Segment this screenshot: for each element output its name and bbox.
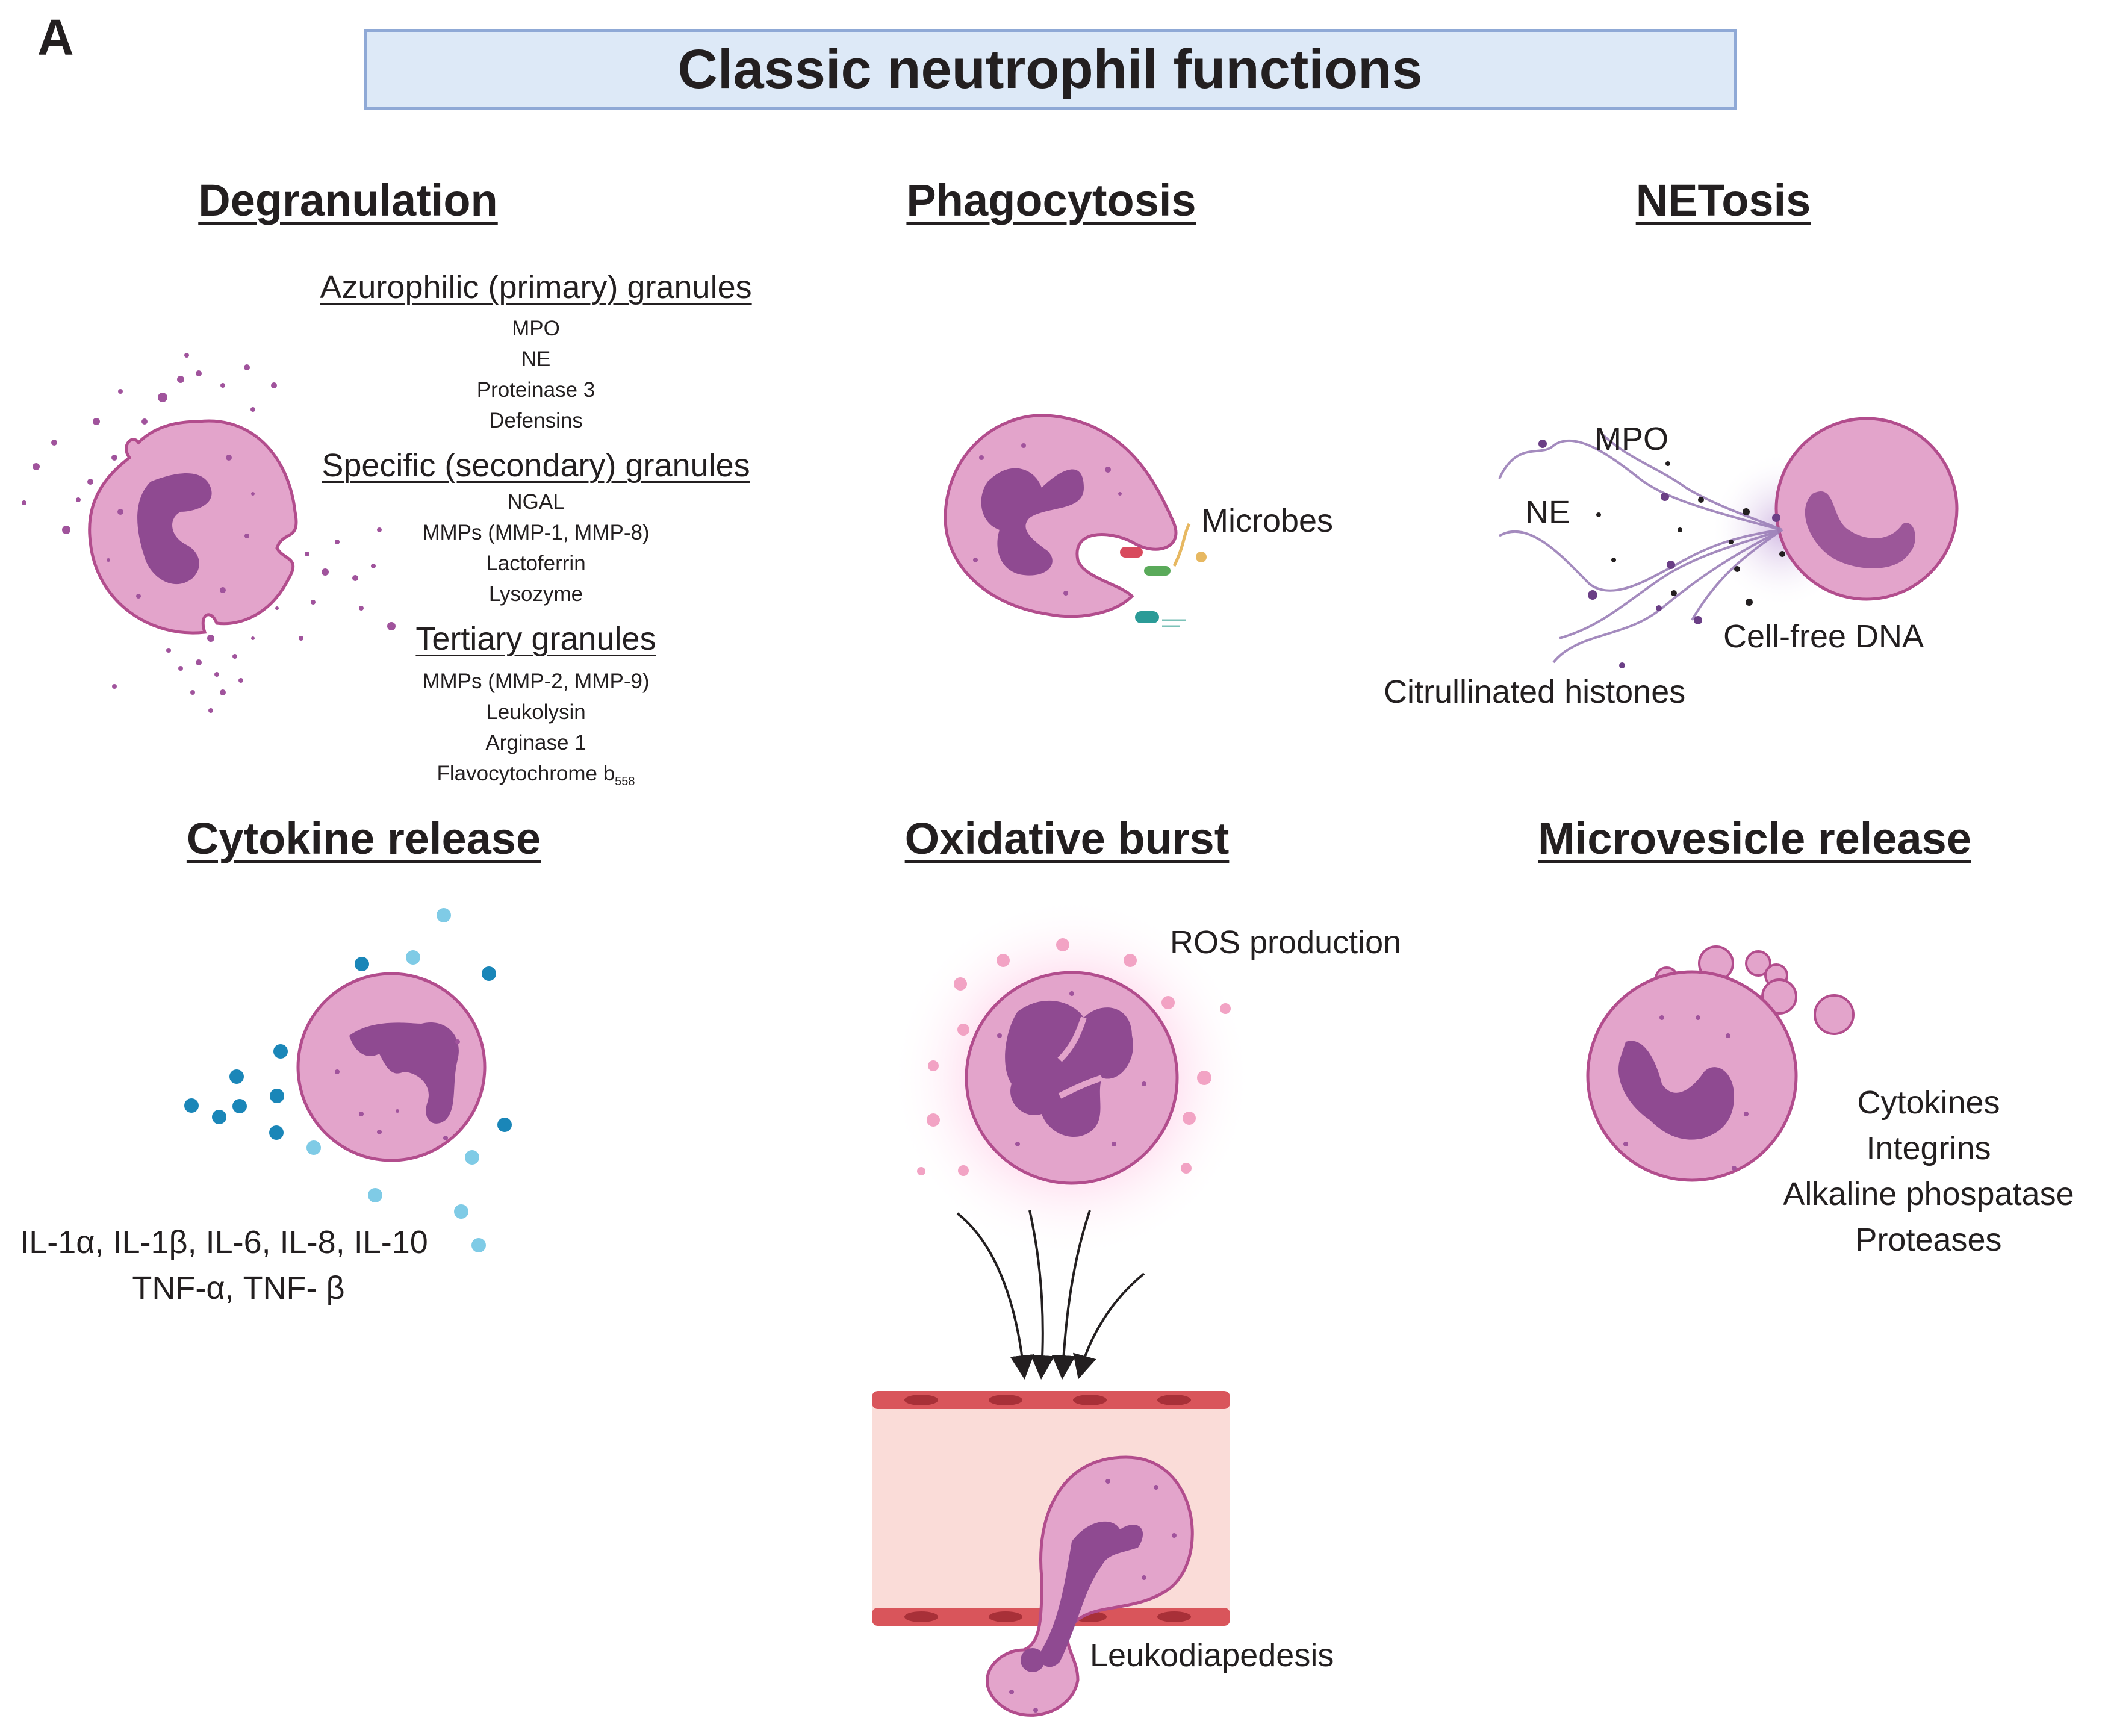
microvesicle-cell xyxy=(1586,945,1855,1182)
vessel-graphic xyxy=(872,1391,1230,1717)
netosis-graphic xyxy=(1498,417,1959,668)
microvesicle-item: Integrins xyxy=(1866,1130,1991,1166)
microvesicle-item: Alkaline phospatase xyxy=(1783,1176,2074,1212)
cell-free-dna-label: Cell-free DNA xyxy=(1723,618,1924,655)
phagocytosis-cell xyxy=(944,414,1207,627)
tertiary-item: MMPs (MMP-2, MMP-9) xyxy=(422,670,650,693)
azurophilic-item: Defensins xyxy=(489,409,583,432)
cytokine-cell xyxy=(184,908,512,1252)
flavocytochrome-text: Flavocytochrome b xyxy=(437,762,615,785)
mpo-label: MPO xyxy=(1594,421,1669,457)
ne-label: NE xyxy=(1525,494,1571,530)
degranulation-heading: Degranulation xyxy=(198,175,498,225)
ros-production-label: ROS production xyxy=(1170,924,1402,960)
microvesicle-item: Proteases xyxy=(1855,1222,2002,1258)
specific-title: Specific (secondary) granules xyxy=(322,447,750,484)
azurophilic-item: NE xyxy=(521,347,551,371)
leukodiapedesis-label: Leukodiapedesis xyxy=(1090,1637,1334,1673)
microvesicle-item: Cytokines xyxy=(1857,1084,2000,1121)
azurophilic-title: Azurophilic (primary) granules xyxy=(320,269,752,305)
tertiary-item: Arginase 1 xyxy=(485,731,586,754)
azurophilic-item: Proteinase 3 xyxy=(476,378,595,402)
figure-title-box: Classic neutrophil functions xyxy=(364,29,1737,110)
specific-item: Lactoferrin xyxy=(486,552,586,575)
tertiary-item-flavocytochrome: Flavocytochrome b558 xyxy=(437,763,635,788)
citrullinated-histones-label: Citrullinated histones xyxy=(1384,674,1686,710)
specific-item: Lysozyme xyxy=(488,582,583,606)
tertiary-title: Tertiary granules xyxy=(415,621,656,657)
cytokine-list-line1: IL-1α, IL-1β, IL-6, IL-8, IL-10 xyxy=(20,1224,428,1260)
specific-item: MMPs (MMP-1, MMP-8) xyxy=(422,521,650,544)
flavocytochrome-subscript: 558 xyxy=(615,775,635,788)
oxidative-cell xyxy=(891,897,1252,1380)
degranulation-cell xyxy=(22,353,396,713)
phagocytosis-heading: Phagocytosis xyxy=(906,175,1196,225)
oxidative-burst-heading: Oxidative burst xyxy=(904,814,1230,863)
panel-letter: A xyxy=(37,9,74,66)
netosis-heading: NETosis xyxy=(1635,175,1811,225)
figure-title: Classic neutrophil functions xyxy=(677,38,1423,100)
cytokine-list-line2: TNF-α, TNF- β xyxy=(132,1270,345,1306)
specific-item: NGAL xyxy=(507,490,565,514)
microbes-label: Microbes xyxy=(1201,503,1334,539)
microvesicle-release-heading: Microvesicle release xyxy=(1538,814,1971,863)
cytokine-release-heading: Cytokine release xyxy=(186,814,541,863)
tertiary-item: Leukolysin xyxy=(486,700,586,724)
azurophilic-item: MPO xyxy=(512,317,560,340)
